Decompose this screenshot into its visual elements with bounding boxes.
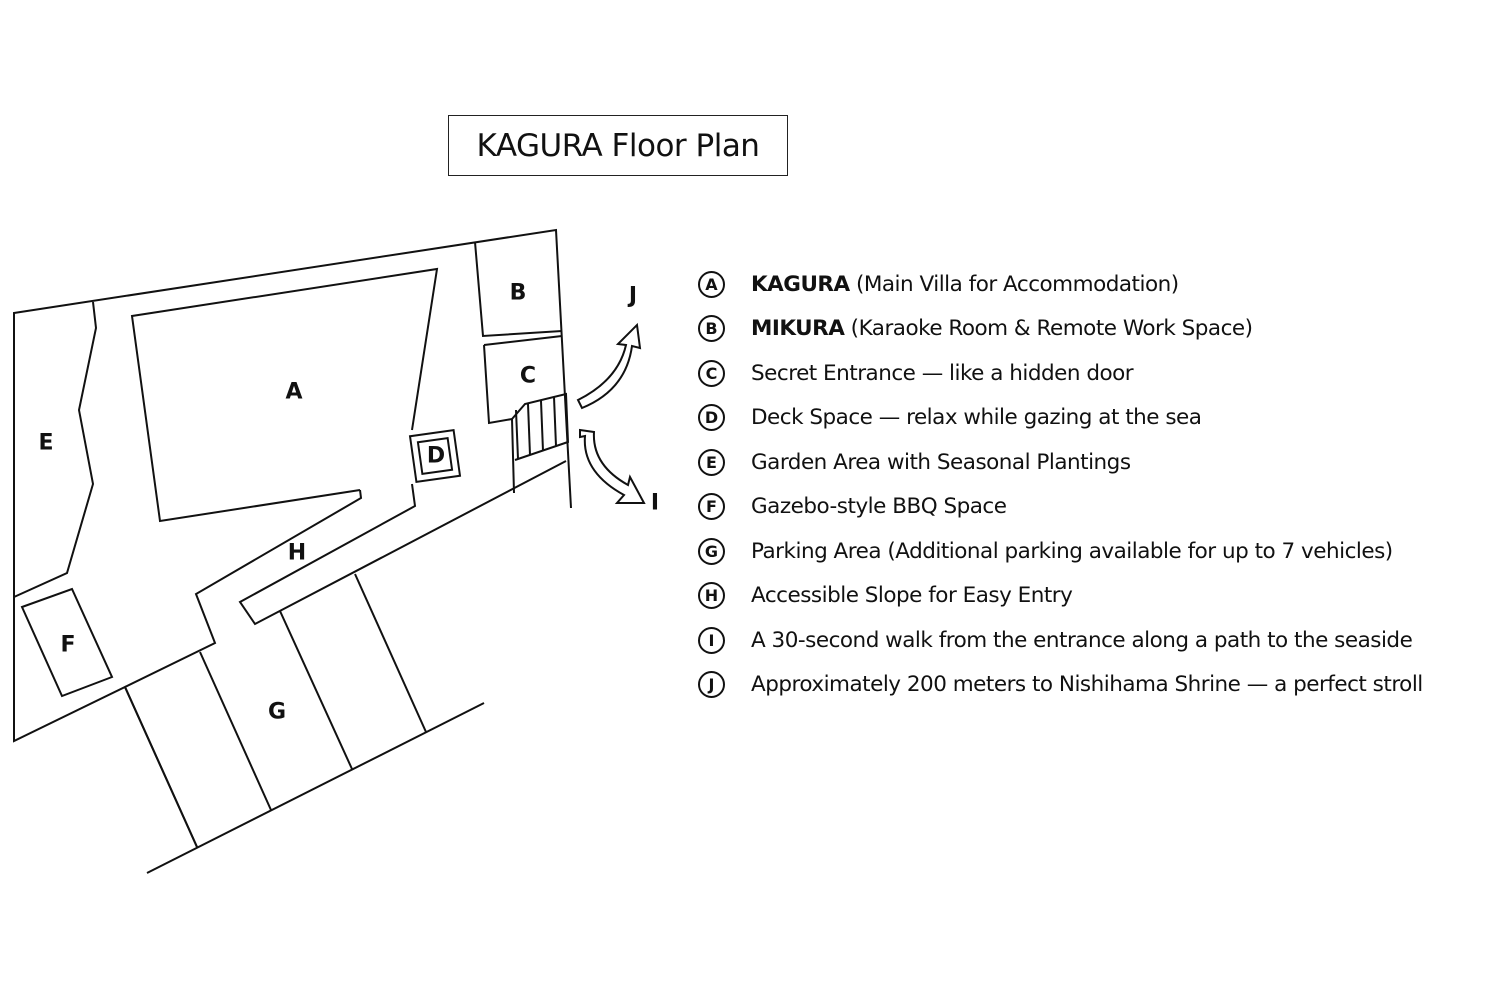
plan-label-i: I <box>651 491 659 516</box>
legend-description: A 30-second walk from the entrance along… <box>751 627 1413 653</box>
legend-badge: H <box>698 582 725 610</box>
legend-badge: A <box>698 270 725 298</box>
legend-item-h: H Accessible Slope for Easy Entry <box>698 574 1498 619</box>
legend-text: Accessible Slope for Easy Entry <box>751 583 1073 609</box>
arrow-to-shrine-icon <box>576 322 642 410</box>
legend-description: Approximately 200 meters to Nishihama Sh… <box>751 672 1423 698</box>
slope-inner <box>238 460 567 626</box>
legend-item-b: B MIKURA (Karaoke Room & Remote Work Spa… <box>698 307 1498 352</box>
parking-line <box>124 686 198 848</box>
legend-description: (Main Villa for Accommodation) <box>849 271 1179 297</box>
legend-badge: J <box>698 671 725 699</box>
slope-outer <box>124 489 363 688</box>
legend-description: Secret Entrance — like a hidden door <box>751 360 1134 386</box>
legend-text: Approximately 200 meters to Nishihama Sh… <box>751 672 1423 697</box>
legend: A KAGURA (Main Villa for Accommodation) … <box>698 262 1498 707</box>
page-title: KAGURA Floor Plan <box>448 115 788 176</box>
entrance-stairs <box>511 392 570 461</box>
legend-name: MIKURA <box>751 316 845 342</box>
plan-label-d: D <box>427 444 445 469</box>
deck-inner <box>416 436 454 476</box>
legend-description: Gazebo-style BBQ Space <box>751 494 1007 520</box>
legend-badge: C <box>698 359 725 387</box>
plan-label-j: J <box>627 284 637 309</box>
plan-label-a: A <box>285 380 302 405</box>
legend-text: Parking Area (Additional parking availab… <box>751 539 1393 564</box>
parking-line <box>279 610 353 770</box>
legend-badge: G <box>698 537 725 565</box>
parking-road-edge <box>146 702 485 874</box>
main-villa-outline <box>130 267 439 523</box>
deck-outer <box>408 429 462 483</box>
plan-label-e: E <box>38 431 53 456</box>
plan-label-b: B <box>510 281 527 306</box>
legend-text: Garden Area with Seasonal Plantings <box>751 450 1131 475</box>
legend-text: KAGURA (Main Villa for Accommodation) <box>751 272 1179 297</box>
parking-line <box>354 573 427 733</box>
mikura-outline <box>474 241 563 338</box>
legend-badge: F <box>698 493 725 521</box>
legend-item-d: D Deck Space — relax while gazing at the… <box>698 396 1498 441</box>
legend-description: Garden Area with Seasonal Plantings <box>751 449 1131 475</box>
plan-label-c: C <box>520 364 536 389</box>
legend-badge: I <box>698 626 725 654</box>
legend-name: KAGURA <box>751 271 850 297</box>
legend-text: A 30-second walk from the entrance along… <box>751 627 1413 653</box>
legend-item-e: E Garden Area with Seasonal Plantings <box>698 440 1498 485</box>
legend-description: Accessible Slope for Easy Entry <box>751 583 1073 609</box>
gazebo-outline <box>20 587 114 698</box>
arrow-to-seaside-icon <box>579 428 646 504</box>
garden-boundary <box>13 301 98 598</box>
parking-line <box>199 651 272 811</box>
legend-description: (Karaoke Room & Remote Work Space) <box>844 316 1253 342</box>
legend-text: Deck Space — relax while gazing at the s… <box>751 405 1202 431</box>
entrance-outline <box>483 344 515 494</box>
legend-badge: D <box>698 404 725 432</box>
legend-badge: B <box>698 315 725 343</box>
legend-text: Secret Entrance — like a hidden door <box>751 360 1134 386</box>
plan-label-f: F <box>60 633 75 658</box>
entrance-divider <box>483 335 563 346</box>
legend-item-i: I A 30-second walk from the entrance alo… <box>698 618 1498 663</box>
floor-plan-diagram: A B C D E F G H I J <box>13 228 659 874</box>
legend-item-c: C Secret Entrance — like a hidden door <box>698 351 1498 396</box>
legend-item-a: A KAGURA (Main Villa for Accommodation) <box>698 262 1498 307</box>
legend-item-g: G Parking Area (Additional parking avail… <box>698 529 1498 574</box>
plan-label-g: G <box>268 700 286 725</box>
legend-item-f: F Gazebo-style BBQ Space <box>698 485 1498 530</box>
legend-description: Deck Space — relax while gazing at the s… <box>751 405 1202 431</box>
legend-description: Parking Area (Additional parking availab… <box>751 538 1393 564</box>
legend-badge: E <box>698 448 725 476</box>
legend-text: Gazebo-style BBQ Space <box>751 494 1007 520</box>
plan-label-h: H <box>288 541 306 566</box>
legend-text: MIKURA (Karaoke Room & Remote Work Space… <box>751 316 1253 341</box>
legend-item-j: J Approximately 200 meters to Nishihama … <box>698 663 1498 708</box>
